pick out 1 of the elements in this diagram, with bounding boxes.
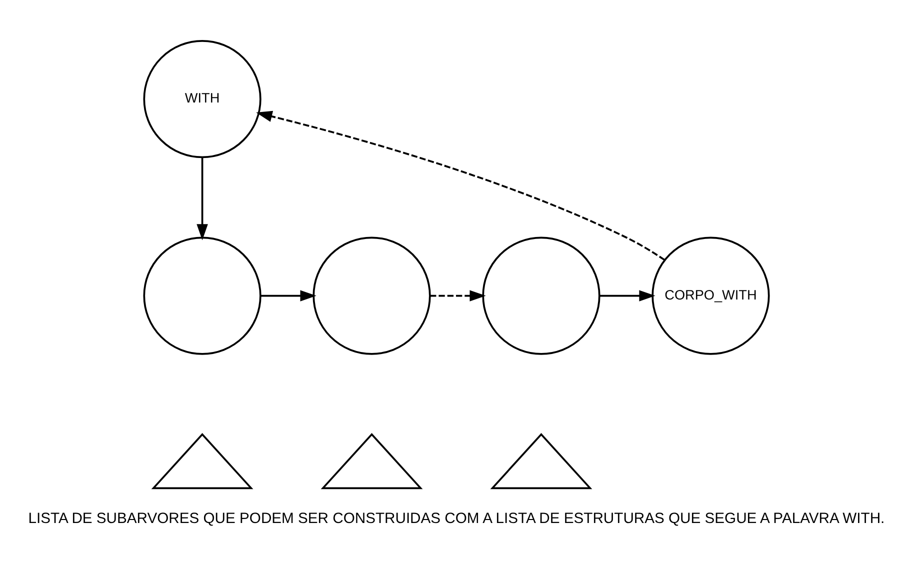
caption: LISTA DE SUBARVORES QUE PODEM SER CONSTRUIDAS COM A LISTA DE ESTRUTURAS QUE SEGUE A PALAVRA WITH. xyxy=(28,510,885,526)
